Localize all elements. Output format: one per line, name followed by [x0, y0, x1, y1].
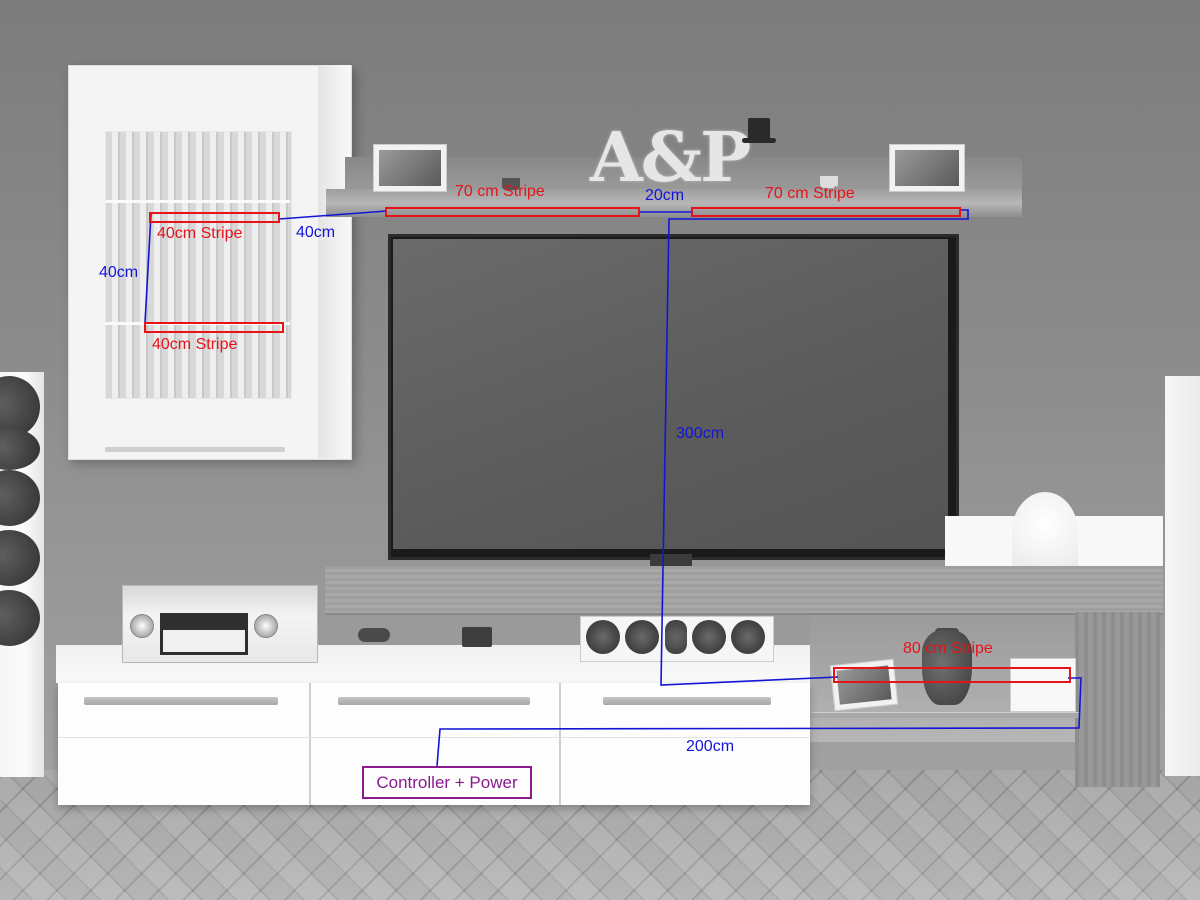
- cable-length-label: 200cm: [686, 738, 735, 755]
- stripe-label: 40cm Stripe: [152, 336, 238, 353]
- wooden-bench-leg: [1075, 612, 1160, 787]
- stripe-label: 70 cm Stripe: [765, 185, 855, 202]
- controller-label: Controller + Power: [376, 772, 518, 792]
- tv-screen: [393, 239, 948, 549]
- led-stripe-lower-shelf: [833, 667, 1071, 683]
- drawer-handle: [338, 697, 530, 705]
- top-hat-brim: [742, 138, 776, 143]
- receiver-display-panel: [163, 630, 245, 652]
- cable-length-label: 40cm: [296, 224, 336, 241]
- stripe-label: 40cm Stripe: [157, 225, 243, 242]
- speaker-tweeter-icon: [665, 620, 687, 654]
- cabinet-glass-door: [105, 131, 292, 399]
- floating-wall-shelf: [326, 189, 1022, 207]
- speaker-driver-icon: [625, 620, 659, 654]
- led-stripe-shelf-left: [385, 207, 640, 217]
- cable-length-label: 20cm: [645, 187, 685, 204]
- speaker-driver-icon: [692, 620, 726, 654]
- drawer-handle: [84, 697, 278, 705]
- photo-frame-left: [373, 144, 447, 192]
- receiver-knob-icon: [130, 614, 154, 638]
- smart-speaker-puck: [358, 628, 390, 642]
- led-stripe-cabinet-upper: [149, 212, 280, 223]
- streaming-box: [462, 627, 492, 647]
- globe-lamp: [1012, 492, 1078, 572]
- stripe-label: 80 cm Stripe: [903, 640, 993, 657]
- drawer-divider: [309, 683, 311, 805]
- cabinet-handle: [105, 447, 285, 452]
- lower-glass-shelf: [812, 712, 1080, 718]
- wooden-tv-bench: [325, 566, 1163, 615]
- top-hat-decor: [748, 118, 770, 142]
- photo-frame-right: [889, 144, 965, 192]
- candle-holder: [820, 176, 838, 188]
- drawer-divider: [559, 683, 561, 805]
- cabinet-glass-shelf: [105, 200, 290, 203]
- receiver-knob-icon: [254, 614, 278, 638]
- stripe-label: 70 cm Stripe: [455, 183, 545, 200]
- speaker-driver-icon: [586, 620, 620, 654]
- candle-holder: [502, 178, 520, 190]
- tv-stand: [650, 554, 692, 566]
- speaker-driver-icon: [731, 620, 765, 654]
- cable-length-label: 300cm: [676, 425, 725, 442]
- right-tower-speaker: [1165, 376, 1200, 776]
- cabinet-side-panel: [318, 65, 350, 458]
- decor-letters: A&P: [590, 118, 751, 198]
- drawer-line: [58, 737, 810, 738]
- cable-length-label: 40cm: [99, 264, 139, 281]
- led-stripe-shelf-right: [691, 207, 961, 217]
- controller-power-box: Controller + Power: [362, 766, 532, 799]
- drawer-handle: [603, 697, 771, 705]
- led-stripe-cabinet-lower: [144, 322, 284, 333]
